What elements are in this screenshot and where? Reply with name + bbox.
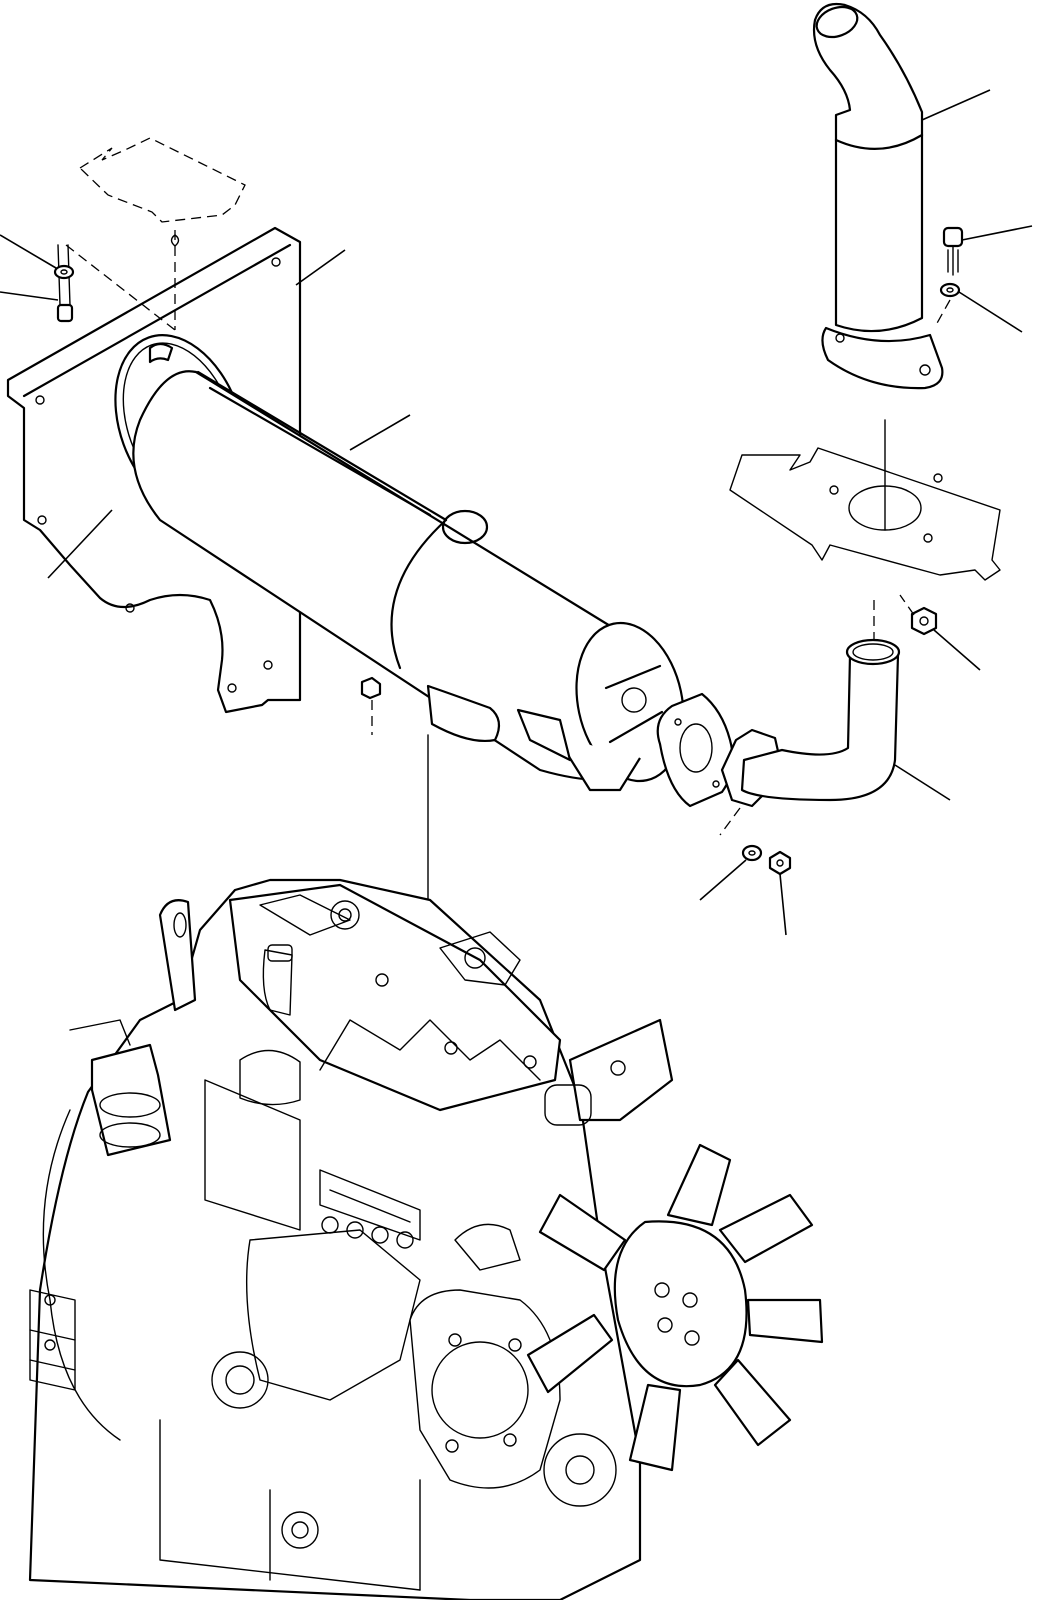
band-clamp-leader [47,509,113,579]
tail-pipe-leader [921,89,991,121]
bracket-plate-leader [295,249,346,286]
elbow-pipe-leader [894,764,951,801]
flange-nut-leader [779,873,787,936]
tail-pipe-washer-leader [958,291,1023,333]
bracket-washer-leader [0,234,57,269]
upper-panel-cutout [78,137,246,330]
muffler-cover [196,370,448,670]
elbow-nut-leader [933,629,981,671]
muffler-body [132,370,685,792]
tail-pipe-bolt-leader [961,225,1033,241]
muffler-flange-gasket [656,692,734,808]
muffler-mount-stud [360,676,382,735]
tail-pipe-bolt [942,226,964,276]
bracket-bolt-leader [0,291,59,301]
muffler-cover-leader [349,414,411,451]
bracket-washer [53,264,75,280]
floor-plate-cutout [729,447,1001,581]
lock-washer-leader [699,859,747,901]
elbow-flange-nut [768,850,792,876]
elbow-lock-washer [741,844,763,862]
tail-pipe-washer [939,282,961,298]
cooling-fan [526,1143,824,1472]
elbow-nut [910,606,938,636]
tail-pipe [812,2,944,390]
engine-assembly [28,878,674,1600]
fuel-filter [69,1019,172,1157]
exhaust-elbow-pipe [720,638,901,808]
bracket-bolt [56,244,74,323]
